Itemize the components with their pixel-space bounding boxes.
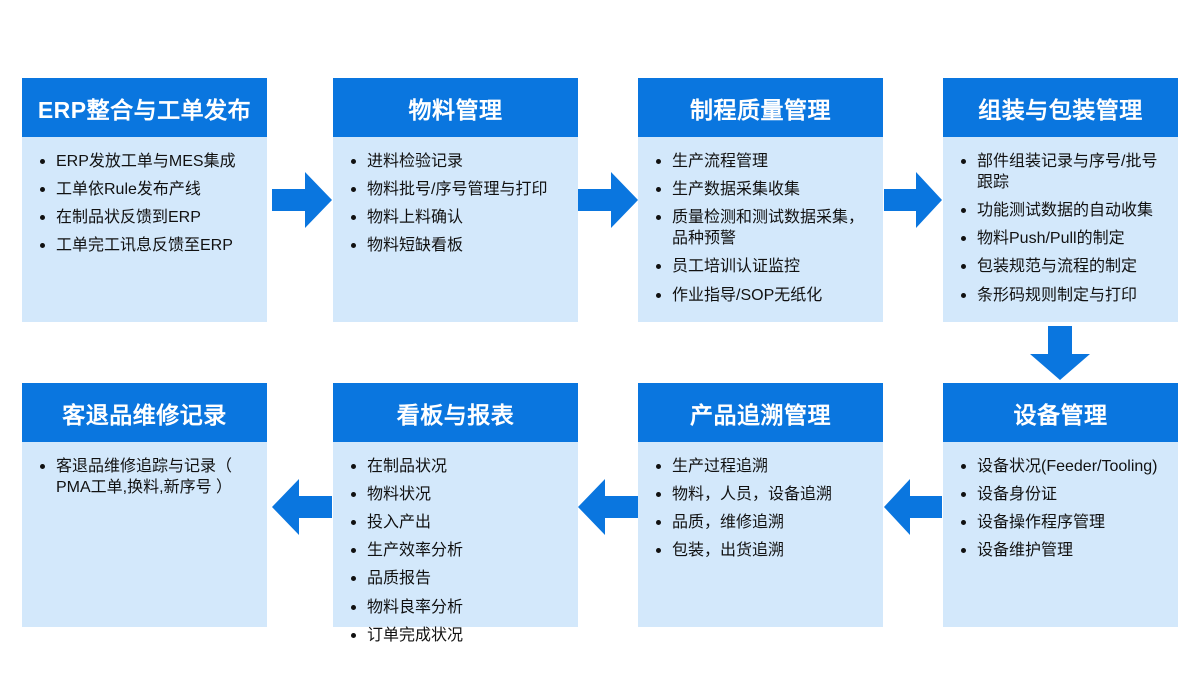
flow-box-title: 组装与包装管理 [943, 78, 1178, 137]
flow-box-body: 设备状况(Feeder/Tooling) 设备身份证 设备操作程序管理 设备维护… [943, 442, 1178, 578]
list-item: 设备操作程序管理 [957, 512, 1168, 533]
list-item: 质量检测和测试数据采集，品种预警 [652, 207, 873, 249]
flow-box-title: 物料管理 [333, 78, 578, 137]
list-item: 物料Push/Pull的制定 [957, 228, 1168, 249]
arrow-erp-to-material [272, 172, 332, 228]
list-item: 物料批号/序号管理与打印 [347, 179, 568, 200]
arrow-assembly-to-equipment [1030, 326, 1090, 380]
list-item: 部件组装记录与序号/批号跟踪 [957, 151, 1168, 193]
list-item: 生产效率分析 [347, 540, 568, 561]
list-item: 客退品维修追踪与记录（ PMA工单,换料,新序号 ） [36, 456, 257, 498]
arrow-traceability-to-kanban [578, 479, 638, 535]
list-item: 在制品状况 [347, 456, 568, 477]
list-item: 在制品状反馈到ERP [36, 207, 257, 228]
list-item: 品质报告 [347, 568, 568, 589]
list-item: 物料良率分析 [347, 597, 568, 618]
bullet-list: 客退品维修追踪与记录（ PMA工单,换料,新序号 ） [36, 456, 257, 498]
flow-box-body: 进料检验记录 物料批号/序号管理与打印 物料上料确认 物料短缺看板 [333, 137, 578, 273]
bullet-list: 生产过程追溯 物料，人员，设备追溯 品质，维修追溯 包装，出货追溯 [652, 456, 873, 561]
list-item: 生产过程追溯 [652, 456, 873, 477]
flow-box-customer-return-repair-record[interactable]: 客退品维修记录 客退品维修追踪与记录（ PMA工单,换料,新序号 ） [22, 383, 267, 627]
list-item: 设备维护管理 [957, 540, 1168, 561]
list-item: 工单完工讯息反馈至ERP [36, 235, 257, 256]
list-item: 设备状况(Feeder/Tooling) [957, 456, 1168, 477]
list-item: 物料，人员，设备追溯 [652, 484, 873, 505]
flow-box-title: 制程质量管理 [638, 78, 883, 137]
list-item: 物料上料确认 [347, 207, 568, 228]
bullet-list: 在制品状况 物料状况 投入产出 生产效率分析 品质报告 物料良率分析 订单完成状… [347, 456, 568, 646]
list-item: 员工培训认证监控 [652, 256, 873, 277]
list-item: 品质，维修追溯 [652, 512, 873, 533]
list-item: 包装，出货追溯 [652, 540, 873, 561]
flow-box-product-traceability-management[interactable]: 产品追溯管理 生产过程追溯 物料，人员，设备追溯 品质，维修追溯 包装，出货追溯 [638, 383, 883, 627]
flow-box-title: 设备管理 [943, 383, 1178, 442]
arrow-kanban-to-return [272, 479, 332, 535]
arrow-equipment-to-traceability [884, 479, 942, 535]
flow-box-erp-integration[interactable]: ERP整合与工单发布 ERP发放工单与MES集成 工单依Rule发布产线 在制品… [22, 78, 267, 322]
list-item: ERP发放工单与MES集成 [36, 151, 257, 172]
flow-box-title: 客退品维修记录 [22, 383, 267, 442]
list-item: 生产流程管理 [652, 151, 873, 172]
list-item: 条形码规则制定与打印 [957, 285, 1168, 306]
list-item: 作业指导/SOP无纸化 [652, 285, 873, 306]
flow-box-equipment-management[interactable]: 设备管理 设备状况(Feeder/Tooling) 设备身份证 设备操作程序管理… [943, 383, 1178, 627]
list-item: 包装规范与流程的制定 [957, 256, 1168, 277]
list-item: 生产数据采集收集 [652, 179, 873, 200]
list-item: 订单完成状况 [347, 625, 568, 646]
flow-box-body: ERP发放工单与MES集成 工单依Rule发布产线 在制品状反馈到ERP 工单完… [22, 137, 267, 273]
arrow-quality-to-assembly [884, 172, 942, 228]
flow-box-process-quality-management[interactable]: 制程质量管理 生产流程管理 生产数据采集收集 质量检测和测试数据采集，品种预警 … [638, 78, 883, 322]
flow-box-body: 部件组装记录与序号/批号跟踪 功能测试数据的自动收集 物料Push/Pull的制… [943, 137, 1178, 323]
list-item: 投入产出 [347, 512, 568, 533]
bullet-list: 部件组装记录与序号/批号跟踪 功能测试数据的自动收集 物料Push/Pull的制… [957, 151, 1168, 306]
bullet-list: 进料检验记录 物料批号/序号管理与打印 物料上料确认 物料短缺看板 [347, 151, 568, 256]
list-item: 物料状况 [347, 484, 568, 505]
list-item: 物料短缺看板 [347, 235, 568, 256]
list-item: 进料检验记录 [347, 151, 568, 172]
list-item: 工单依Rule发布产线 [36, 179, 257, 200]
flow-box-assembly-packaging-management[interactable]: 组装与包装管理 部件组装记录与序号/批号跟踪 功能测试数据的自动收集 物料Pus… [943, 78, 1178, 322]
flow-box-body: 生产流程管理 生产数据采集收集 质量检测和测试数据采集，品种预警 员工培训认证监… [638, 137, 883, 323]
flow-box-title: 看板与报表 [333, 383, 578, 442]
flow-box-body: 生产过程追溯 物料，人员，设备追溯 品质，维修追溯 包装，出货追溯 [638, 442, 883, 578]
bullet-list: 生产流程管理 生产数据采集收集 质量检测和测试数据采集，品种预警 员工培训认证监… [652, 151, 873, 306]
bullet-list: ERP发放工单与MES集成 工单依Rule发布产线 在制品状反馈到ERP 工单完… [36, 151, 257, 256]
list-item: 功能测试数据的自动收集 [957, 200, 1168, 221]
flow-box-title: ERP整合与工单发布 [22, 78, 267, 137]
bullet-list: 设备状况(Feeder/Tooling) 设备身份证 设备操作程序管理 设备维护… [957, 456, 1168, 561]
arrow-material-to-quality [578, 172, 638, 228]
list-item: 设备身份证 [957, 484, 1168, 505]
flow-box-material-management[interactable]: 物料管理 进料检验记录 物料批号/序号管理与打印 物料上料确认 物料短缺看板 [333, 78, 578, 322]
flow-box-title: 产品追溯管理 [638, 383, 883, 442]
flow-box-body: 客退品维修追踪与记录（ PMA工单,换料,新序号 ） [22, 442, 267, 515]
flow-box-body: 在制品状况 物料状况 投入产出 生产效率分析 品质报告 物料良率分析 订单完成状… [333, 442, 578, 663]
flow-box-kanban-and-reports[interactable]: 看板与报表 在制品状况 物料状况 投入产出 生产效率分析 品质报告 物料良率分析… [333, 383, 578, 644]
